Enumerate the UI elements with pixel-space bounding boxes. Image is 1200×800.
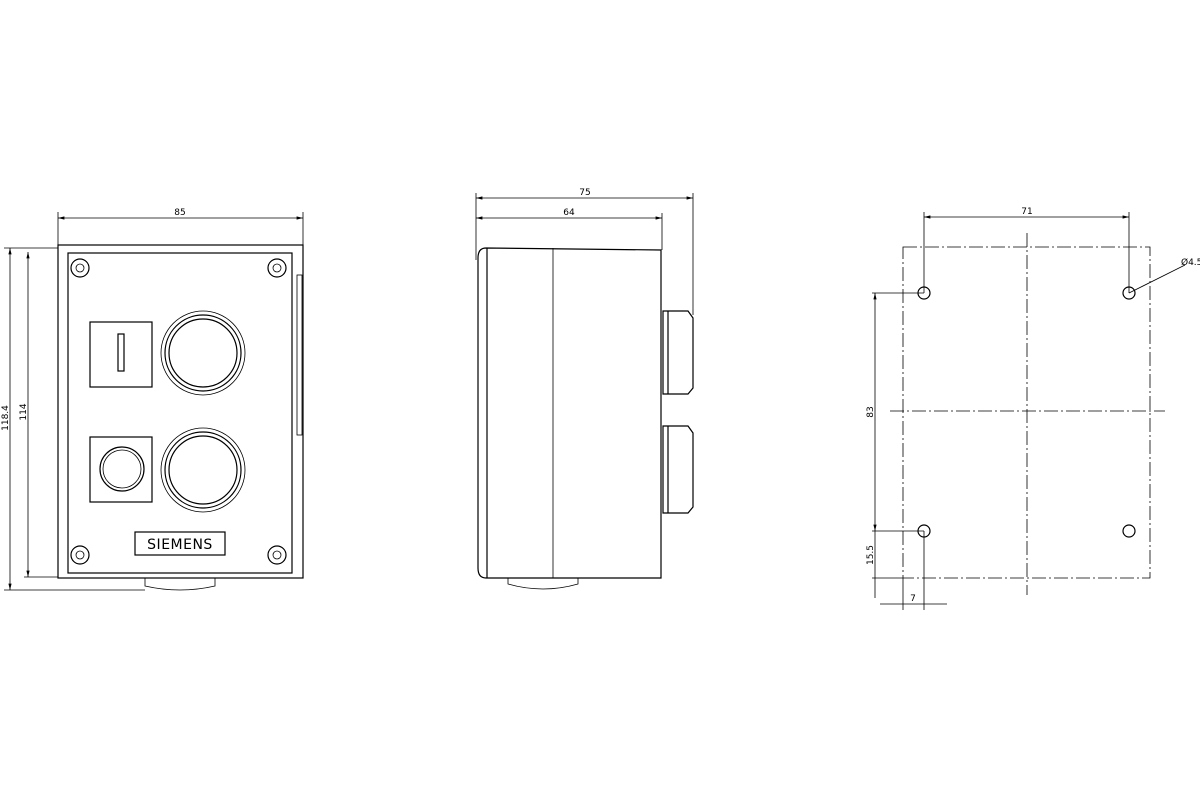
screw-icon <box>70 258 90 278</box>
cable-entry <box>507 578 579 590</box>
hole-spacing-x-label: 71 <box>1021 207 1032 217</box>
indicator-module <box>89 321 153 388</box>
side-view: 75 64 <box>475 188 694 590</box>
logo-plate <box>134 531 226 556</box>
edge-offset-x-label: 7 <box>910 594 916 604</box>
front-panel <box>67 252 293 574</box>
lamp-module <box>89 436 153 503</box>
overall-height-label: 118.4 <box>1 405 11 431</box>
pushbutton-top <box>160 310 246 396</box>
pilot-lamp <box>102 449 142 489</box>
hole-diameter-label: Ø4.5 <box>1181 257 1200 268</box>
pushbutton-bottom <box>160 427 246 513</box>
front-view: SIEMENS 85 118.4 114 <box>1 208 304 591</box>
enclosure-side <box>477 247 662 579</box>
height-label: 114 <box>19 403 29 420</box>
screw-icon <box>267 258 287 278</box>
side-strip <box>296 274 303 436</box>
hole-leader <box>1128 264 1186 294</box>
width-label: 85 <box>174 208 185 218</box>
hole-spacing-y-label: 83 <box>866 406 876 417</box>
depth-label: 64 <box>563 208 575 218</box>
siemens-logo: SIEMENS <box>147 537 213 553</box>
mounting-hole <box>1122 524 1136 538</box>
mounting-view: 71 Ø4.5 83 15.5 7 <box>866 207 1200 610</box>
edge-offset-y-label: 15.5 <box>866 545 876 565</box>
screw-icon <box>70 545 90 565</box>
cable-entry <box>144 578 216 591</box>
switch-symbol-bar <box>117 333 125 372</box>
footprint-outline <box>902 246 1151 579</box>
screw-icon <box>267 545 287 565</box>
enclosure-outline <box>57 244 304 579</box>
pushbutton-side-bottom <box>662 425 694 514</box>
overall-depth-label: 75 <box>579 188 590 198</box>
pushbutton-side-top <box>662 310 694 395</box>
